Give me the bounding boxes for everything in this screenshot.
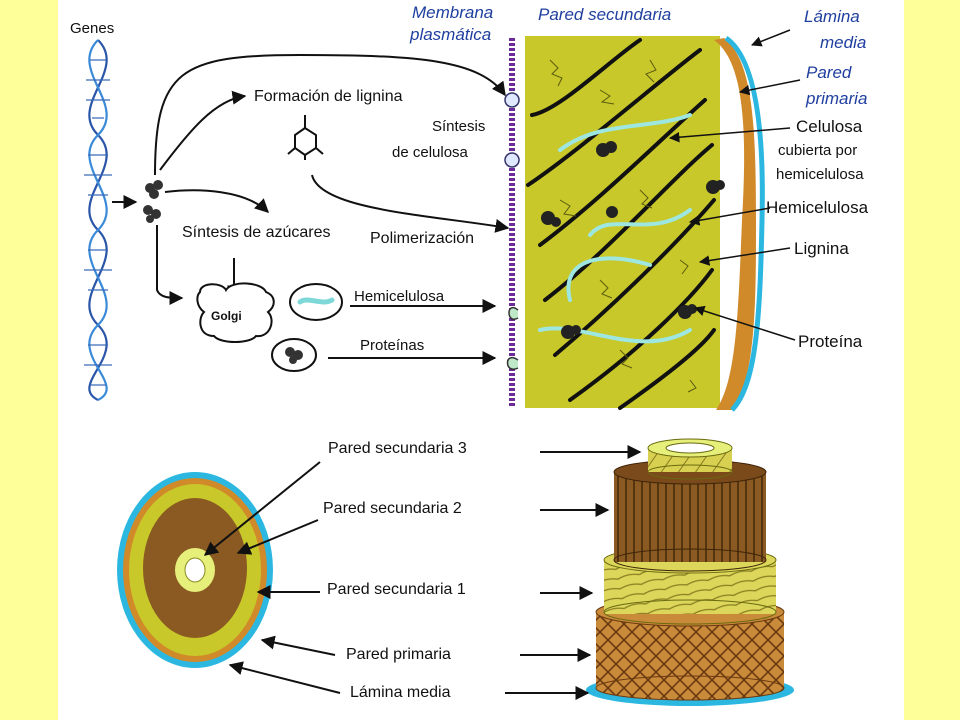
label-genes: Genes — [70, 20, 115, 37]
label-pared-primaria-2: primaria — [806, 89, 868, 108]
label-celulosa-3: hemicelulosa — [776, 166, 864, 183]
label-sintesis-celulosa-1: Síntesis — [432, 118, 486, 135]
label-lamina-media: Lámina media — [350, 684, 451, 701]
golgi-icon — [196, 282, 275, 343]
cell-wall-block — [525, 35, 765, 412]
label-lamina-media-2: media — [820, 33, 867, 52]
label-hemicelulosa: Hemicelulosa — [766, 198, 869, 217]
label-formacion-lignina: Formación de lignina — [254, 88, 403, 105]
label-pared-primaria-1: Pared — [806, 63, 852, 82]
label-pared-secundaria-1: Pared secundaria 1 — [327, 581, 466, 598]
label-hemicelulosa-arrow: Hemicelulosa — [354, 288, 445, 305]
label-membrana-1: Membrana — [412, 3, 494, 22]
protein-vesicle-icon — [271, 338, 317, 372]
label-celulosa-2: cubierta por — [778, 142, 858, 159]
lignin-monomer-icon — [287, 115, 324, 160]
label-proteinas-arrow: Proteínas — [360, 337, 425, 354]
label-pared-primaria: Pared primaria — [346, 646, 451, 663]
plasma-membrane — [504, 38, 520, 408]
label-golgi: Golgi — [211, 309, 242, 323]
label-lamina-media-1: Lámina — [804, 7, 860, 26]
label-sintesis-azucares: Síntesis de azúcares — [182, 224, 331, 241]
cross-section — [117, 472, 273, 668]
label-pared-secundaria-2: Pared secundaria 2 — [323, 500, 462, 517]
label-sintesis-celulosa-2: de celulosa — [392, 144, 468, 161]
label-membrana-2: plasmática — [410, 25, 492, 44]
dna-helix — [84, 39, 112, 401]
fibre-layers — [586, 438, 794, 706]
label-pared-secundaria-3: Pared secundaria 3 — [328, 440, 467, 457]
label-lignina: Lignina — [794, 239, 849, 258]
label-pared-secundaria: Pared secundaria — [538, 5, 672, 24]
hemicellulose-vesicle-icon — [289, 283, 343, 321]
label-proteina: Proteína — [798, 332, 863, 351]
ribosome-cluster — [143, 180, 163, 223]
label-celulosa-1: Celulosa — [796, 117, 863, 136]
label-polimerizacion: Polimerización — [370, 230, 475, 247]
